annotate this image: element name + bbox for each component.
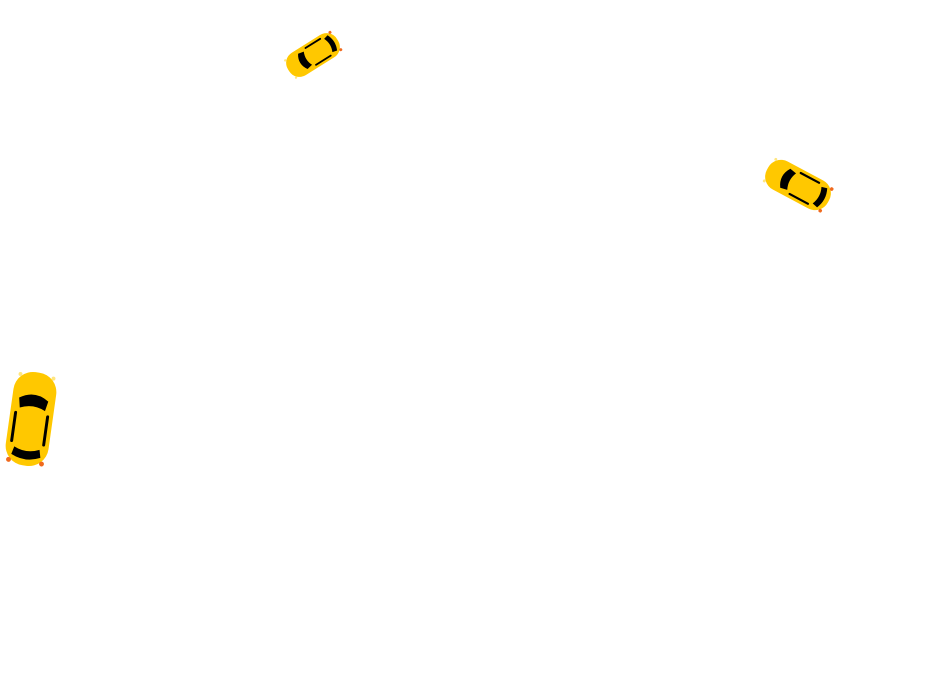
taxi-car-shape [284,30,343,79]
taxi-car-icon[interactable] [754,150,842,219]
taxi-car-shape [5,371,57,467]
taxi-car-icon[interactable] [0,367,63,471]
taxi-car-shape [762,157,834,213]
taxi-car-icon[interactable] [279,26,347,84]
